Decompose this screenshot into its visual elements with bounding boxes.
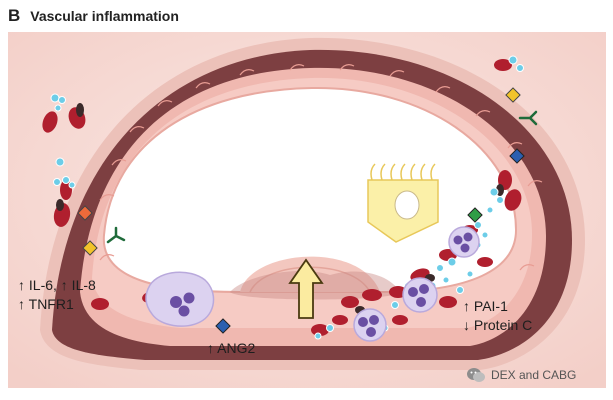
receptors [106, 110, 538, 244]
label-ang2: ↑ ANG2 [207, 340, 256, 356]
watermark: DEX and CABG [466, 367, 576, 383]
label-protein-c: ↓ Protein C [463, 317, 533, 333]
endothelial-lining [99, 64, 543, 271]
label-pai1: ↑ PAI-1 [463, 298, 508, 314]
label-il6-il8: ↑ IL-6, ↑ IL-8 [18, 277, 96, 293]
panel-title: Vascular inflammation [30, 8, 179, 24]
label-tnfr1: ↑ TNFR1 [18, 296, 74, 312]
leukocyte-bottom [353, 308, 387, 342]
molecular-markers [77, 87, 525, 334]
panel-header: B Vascular inflammation [8, 4, 179, 28]
upward-arrow-icon [288, 258, 324, 319]
watermark-text: DEX and CABG [491, 368, 577, 382]
leukocyte-top-right [448, 226, 480, 258]
wechat-icon [467, 368, 485, 382]
panel-letter: B [8, 6, 21, 25]
epithelial-cell [367, 163, 439, 243]
leukocyte-left [145, 271, 215, 327]
vascular-inflammation-illustration [8, 32, 606, 388]
leukocyte-center-right [402, 277, 438, 313]
